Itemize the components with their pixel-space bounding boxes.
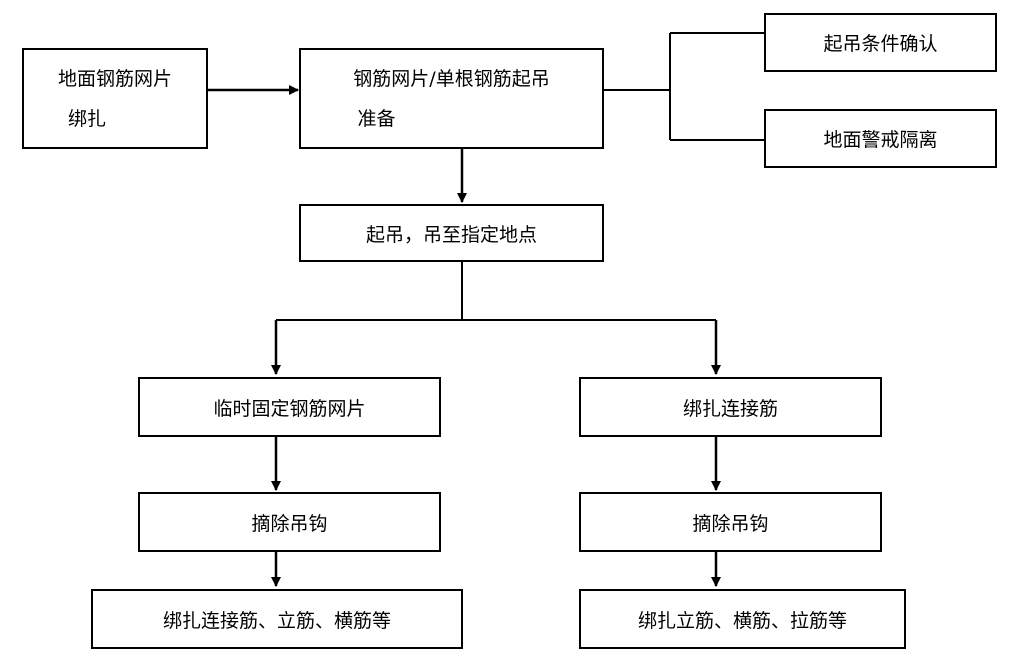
connector-prep-to-right-boxes xyxy=(603,32,765,141)
node-bind-connecting-bars-right-label: 绑扎连接筋 xyxy=(682,397,778,420)
node-unhook-right-label: 摘除吊钩 xyxy=(692,512,769,535)
node-lift-prep-line2: 准备 xyxy=(357,107,396,130)
node-bind-connecting-bars-right: 绑扎连接筋 xyxy=(579,377,882,437)
node-temp-fix-mesh-label: 临时固定钢筋网片 xyxy=(213,397,366,420)
node-ground-binding-line2: 绑扎 xyxy=(67,107,106,130)
node-ground-isolation-label: 地面警戒隔离 xyxy=(823,129,938,151)
node-lift-prep-line1: 钢筋网片/单根钢筋起吊 xyxy=(353,67,550,90)
connector-lift-split xyxy=(276,261,716,321)
node-ground-binding: 地面钢筋网片 绑扎 xyxy=(22,48,208,149)
node-final-left: 绑扎连接筋、立筋、横筋等 xyxy=(91,589,463,649)
node-ground-isolation: 地面警戒隔离 xyxy=(764,109,997,168)
node-lift-prep: 钢筋网片/单根钢筋起吊 准备 xyxy=(299,48,604,149)
node-lift-condition-confirm: 起吊条件确认 xyxy=(764,13,997,72)
node-lift-to-location-label: 起吊，吊至指定地点 xyxy=(365,223,537,246)
node-lift-to-location: 起吊，吊至指定地点 xyxy=(299,204,604,262)
node-final-right: 绑扎立筋、横筋、拉筋等 xyxy=(579,589,906,649)
node-ground-binding-line1: 地面钢筋网片 xyxy=(57,67,172,90)
node-temp-fix-mesh: 临时固定钢筋网片 xyxy=(138,377,441,437)
node-final-right-label: 绑扎立筋、横筋、拉筋等 xyxy=(637,609,847,632)
node-unhook-left: 摘除吊钩 xyxy=(138,492,441,552)
node-final-left-label: 绑扎连接筋、立筋、横筋等 xyxy=(162,609,391,632)
node-lift-condition-confirm-label: 起吊条件确认 xyxy=(823,33,938,55)
node-unhook-left-label: 摘除吊钩 xyxy=(251,512,328,535)
node-unhook-right: 摘除吊钩 xyxy=(579,492,882,552)
